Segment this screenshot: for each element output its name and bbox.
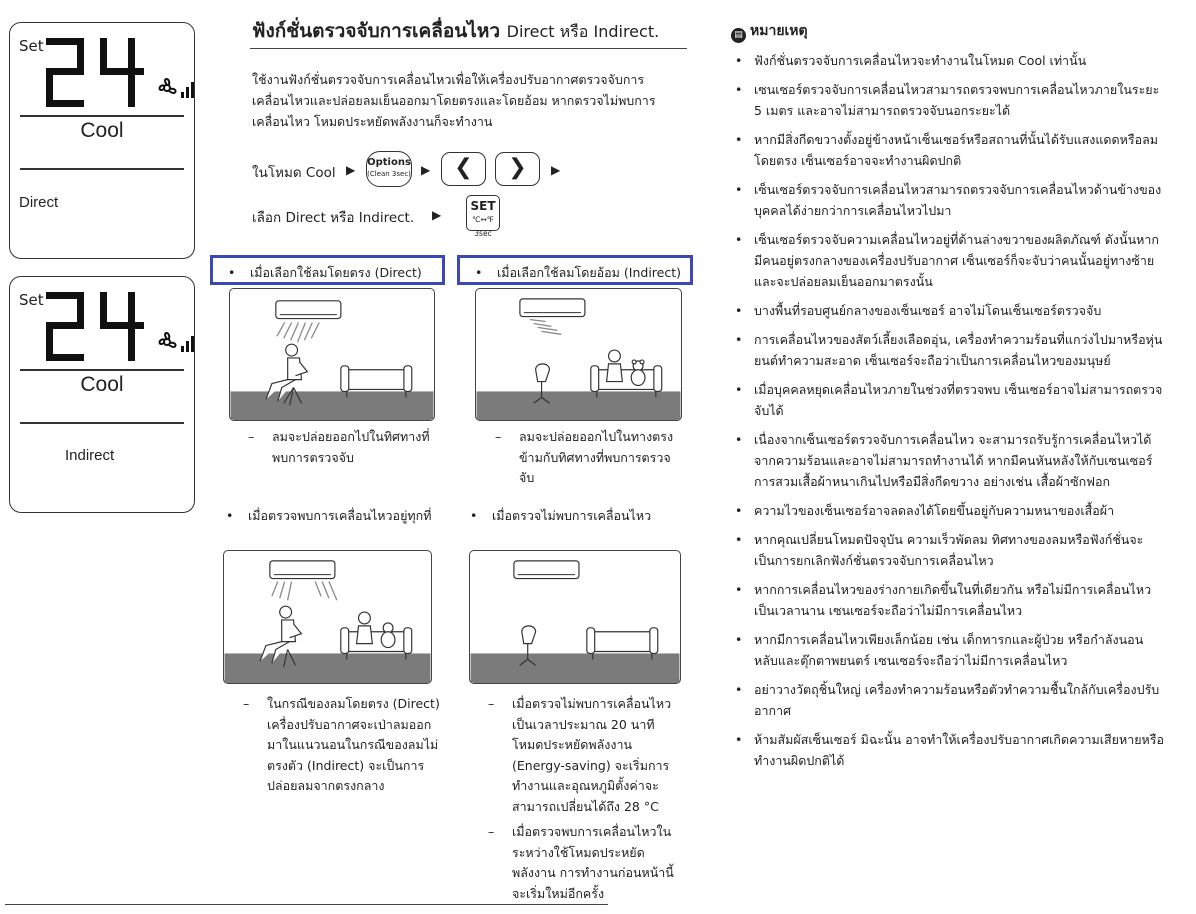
direct-highlight-box [210,255,445,285]
fan-speed-icon [158,78,194,98]
lcd-divider [20,369,184,371]
note-item: ห้ามสัมผัสเซ็นเซอร์ มิฉะนั้น อาจทำให้เคร… [735,729,1165,771]
lcd-divider [20,422,184,424]
motion-everywhere-illustration [223,550,432,684]
note-item: ฟังก์ชั่นตรวจจับการเคลื่อนไหวจะทำงานในโห… [735,50,1165,71]
title-suffix: Direct หรือ Indirect. [506,22,660,41]
motion-heading: เมื่อตรวจพบการเคลื่อนไหวอยู่ทุกที่ [226,506,438,526]
note-item: เมื่อบุคคลหยุดเคลื่อนไหวภายในช่วงที่ตรวจ… [735,379,1165,421]
fan-speed-icon [158,332,194,352]
options-button-icon: Options (Clean 3sec) [366,151,412,187]
note-icon: ▤ [731,28,746,43]
lcd-divider [20,168,184,170]
direct-wind-illustration [229,288,435,421]
indirect-heading: เมื่อเลือกใช้ลมโดยอ้อม (Indirect) [475,263,681,283]
note-item: เซ็นเซอร์ตรวจจับความเคลื่อนไหวอยู่ที่ด้า… [735,229,1165,292]
lcd-panel-indirect: Set 24 Cool Indirect [9,276,195,513]
note-item: ความไวของเซ็นเซอร์อาจลดลงได้โดยขึ้นอยู่ก… [735,500,1165,521]
arrow-icon: ▶ [551,163,561,177]
options-sub-label: (Clean 3sec) [367,170,411,178]
indirect-wind-illustration [475,288,682,421]
step-cool-mode: ในโหมด Cool [252,165,336,181]
direct-heading: เมื่อเลือกใช้ลมโดยตรง (Direct) [228,263,422,283]
lcd-divider [20,115,184,117]
title-divider [250,48,687,49]
selection-label: Indirect [65,447,115,464]
note-item: หากมีการเคลื่อนไหวเพียงเล็กน้อย เช่น เด็… [735,629,1165,671]
note-item: หากคุณเปลี่ยนโหมดปัจจุบัน ความเร็วพัดลม … [735,529,1165,571]
notes-list: ฟังก์ชั่นตรวจจับการเคลื่อนไหวจะทำงานในโห… [735,50,1165,779]
arrow-icon: ▶ [432,208,442,222]
temperature-digits: 24 [46,292,144,361]
note-item: เซนเซอร์ตรวจจับการเคลื่อนไหวสามารถตรวจพบ… [735,79,1165,121]
right-button-icon: ❯ [495,152,540,186]
note-item: อย่าวางวัตถุชิ้นใหญ่ เครื่องทำความร้อนหร… [735,679,1165,721]
set-label: Set [19,37,44,55]
set-button-icon: SET ℃↔℉ 3sec [466,195,500,238]
lcd-panel-direct: Set 24 Cool Direct [9,22,195,259]
step-select: เลือก Direct หรือ Indirect. [252,210,415,226]
page-title: ฟังก์ชั่นตรวจจับการเคลื่อนไหว Direct หรื… [252,16,659,46]
bottom-divider [5,904,608,905]
note-item: การเคลื่อนไหวของสัตว์เลี้ยงเลือดอุ่น, เค… [735,329,1165,371]
motion-caption: –ในกรณีของลมโดยตรง (Direct) เครื่องปรับอ… [243,696,440,793]
indirect-highlight-box [457,255,693,285]
note-item: เนื่องจากเซ็นเซอร์ตรวจจับการเคลื่อนไหว จ… [735,429,1165,492]
no-motion-caption-1: –เมื่อตรวจไม่พบการเคลื่อนไหวเป็นเวลาประม… [488,696,672,814]
options-label: Options [367,157,411,168]
arrow-icon: ▶ [346,163,356,177]
indirect-caption: –ลมจะปล่อยออกไปในทางตรงข้ามกับทิศทางที่พ… [495,429,674,485]
intro-paragraph: ใช้งานฟังก์ชั่นตรวจจับการเคลื่อนไหวเพื่อ… [252,72,656,129]
temperature-digits: 24 [46,38,144,107]
direct-caption: –ลมจะปล่อยออกไปในทิศทางที่พบการตรวจจับ [248,429,430,465]
selection-label: Direct [19,194,59,211]
note-item: หากมีสิ่งกีดขวางตั้งอยู่ข้างหน้าเซ็นเซอร… [735,129,1165,171]
set-label: Set [19,291,44,309]
note-item: เซ็นเซอร์ตรวจจับการเคลื่อนไหวสามารถตรวจจ… [735,179,1165,221]
title-text: ฟังก์ชั่นตรวจจับการเคลื่อนไหว [252,20,501,42]
mode-label: Cool [80,373,124,396]
notes-heading-text: หมายเหตุ [750,23,808,39]
no-motion-illustration [469,550,681,684]
note-item: บางพื้นที่รอบศูนย์กลางของเซ็นเซอร์ อาจไม… [735,300,1165,321]
no-motion-heading: เมื่อตรวจไม่พบการเคลื่อนไหว [470,506,682,526]
notes-heading: ▤ หมายเหตุ [731,20,808,43]
left-button-icon: ❮ [441,152,486,186]
arrow-icon: ▶ [421,163,431,177]
mode-label: Cool [80,119,124,142]
no-motion-caption-2: –เมื่อตรวจพบการเคลื่อนไหวในระหว่างใช้โหม… [488,824,674,901]
set-button-label: SET [470,199,496,213]
set-button-sub: ℃↔℉ 3sec [472,215,494,238]
note-item: หากการเคลื่อนไหวของร่างกายเกิดขึ้นในที่เ… [735,579,1165,621]
